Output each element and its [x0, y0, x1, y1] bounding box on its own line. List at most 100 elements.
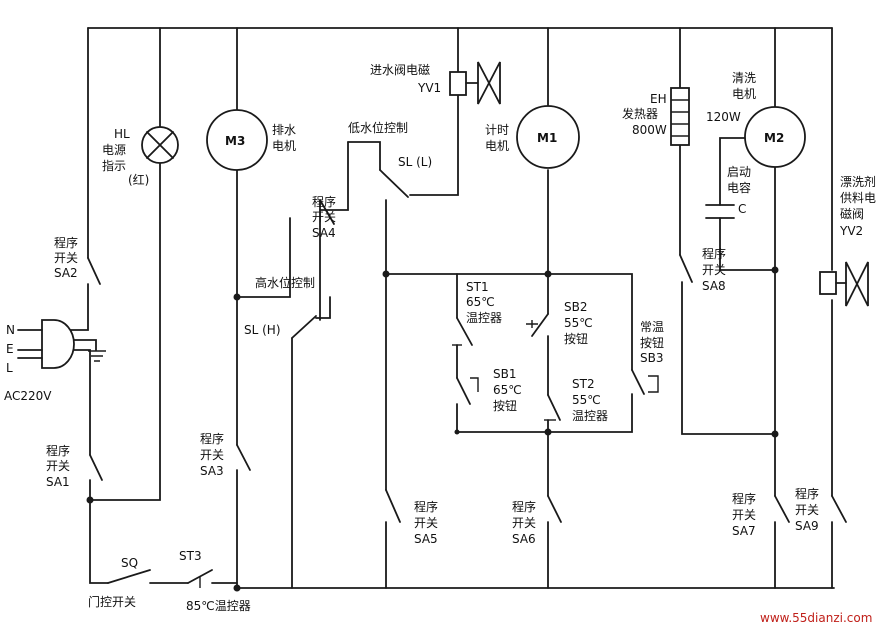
sl-l-wire [347, 94, 459, 196]
sl-h-wire [315, 141, 349, 321]
eh-power-label: 800W [632, 123, 667, 137]
sa5-prog2-label: 开关 [414, 516, 438, 530]
sb2-button-mark [526, 320, 538, 328]
sa5-prog1-label: 程序 [414, 499, 438, 514]
sa6-prog1-label: 程序 [512, 499, 536, 514]
sa3-code-label: SA3 [200, 464, 224, 478]
ac-label: AC220V [4, 389, 52, 403]
m3-motor-icon [206, 109, 268, 171]
m1-name1-label: 计时 [485, 123, 509, 137]
sa1-prog1-label: 程序 [46, 443, 70, 458]
watermark-label: www.55dianzi.com [760, 611, 872, 625]
low-level-label: 低水位控制 [348, 120, 408, 135]
yv1-name-label: 进水阀电磁 [370, 62, 430, 77]
sa4-column-wire [236, 217, 293, 589]
plug-e-label: E [6, 342, 14, 356]
sa8-prog1-label: 程序 [702, 246, 726, 261]
sb3-name1-label: 常温 [640, 320, 664, 334]
junction-dot [544, 270, 552, 278]
cap-name2-label: 电容 [727, 180, 751, 195]
sa9-switch-blade [831, 495, 847, 523]
hl-column-wire [89, 27, 161, 501]
cap-name1-label: 启动 [727, 165, 751, 179]
st-box-top-wire [385, 273, 633, 371]
hl-name1-label: 电源 [102, 143, 126, 157]
switch-blades [87, 169, 847, 588]
st1-temp-label: 65℃ [466, 295, 495, 309]
sa9-prog2-label: 开关 [795, 503, 819, 517]
sa6-switch-blade [547, 495, 562, 523]
sa2-prog1-label: 程序 [54, 235, 78, 250]
capacitor-icon [705, 204, 735, 219]
sa7-code-label: SA7 [732, 524, 756, 538]
st1-switch-blade [456, 317, 473, 346]
m2-power-label: 120W [706, 110, 741, 124]
junction-dot [233, 584, 241, 592]
hl-lamp-icon [141, 126, 179, 164]
sa3-prog1-label: 程序 [200, 431, 224, 446]
sa5-switch-blade [385, 489, 401, 523]
yv2-code-label: YV2 [839, 224, 863, 238]
st2-temp-label: 55℃ [572, 393, 601, 407]
sa4-prog2-label: 开关 [312, 210, 336, 224]
eh-heater-icon [670, 87, 690, 146]
plug-n-label: N [6, 323, 15, 337]
m2-label: M2 [764, 131, 784, 145]
yv2-name3-label: 磁阀 [840, 206, 864, 221]
junction-dot [454, 429, 460, 435]
sa2-switch-blade [87, 257, 101, 285]
sa1-switch-blade [89, 454, 103, 481]
sa9-prog1-label: 程序 [795, 486, 819, 501]
st2-name-label: 温控器 [572, 409, 608, 423]
junction-dot [771, 266, 779, 274]
junction-dot [544, 428, 552, 436]
sb3-name2-label: 按钮 [640, 335, 664, 350]
m3-label: M3 [225, 134, 245, 148]
sa3-switch-blade [236, 444, 251, 471]
sb1-switch-blade [456, 377, 471, 405]
sa3-prog2-label: 开关 [200, 448, 224, 462]
eh-name-label: 发热器 [622, 106, 658, 121]
yv1-code-label: YV1 [417, 81, 441, 95]
junction-dot [86, 496, 94, 504]
st3-label: ST3 [179, 549, 202, 563]
m3-name1-label: 排水 [272, 123, 296, 137]
m1-label: M1 [537, 131, 557, 145]
sa1-prog2-label: 开关 [46, 459, 70, 473]
plug-l-label: L [6, 361, 13, 375]
junction-dot [233, 293, 241, 301]
m1-motor-icon [516, 105, 580, 169]
sb3-wire [547, 393, 633, 433]
sb2-code-label: SB2 [564, 300, 587, 314]
sa5-code-label: SA5 [414, 532, 438, 546]
high-level-label: 高水位控制 [255, 275, 315, 290]
power-plug-icon [17, 319, 75, 369]
sa4-prog1-label: 程序 [312, 194, 336, 209]
labels: HL 电源 指示 (红) 排水 电机 进水阀电磁 YV1 低水位控制 SL (L… [4, 62, 876, 625]
sa6-prog2-label: 开关 [512, 516, 536, 530]
door-label: 门控开关 [88, 594, 136, 609]
sa2-code-label: SA2 [54, 266, 78, 280]
ground-symbol [88, 350, 106, 362]
m2-name1-label: 清洗 [732, 71, 756, 85]
sa7-prog1-label: 程序 [732, 491, 756, 506]
sl-l-switch-blade [379, 169, 409, 198]
sb2-name-label: 按钮 [564, 331, 588, 346]
sb1-name-label: 按钮 [493, 398, 517, 413]
ground-wire [65, 339, 97, 351]
cap-code-label: C [738, 202, 746, 216]
yv2-valve-icon [819, 261, 869, 307]
sa9-code-label: SA9 [795, 519, 819, 533]
sa1-code-label: SA1 [46, 475, 70, 489]
sa8-code-label: SA8 [702, 279, 726, 293]
sb1-button-mark [470, 377, 479, 392]
sb3-code-label: SB3 [640, 351, 663, 365]
junction-dot [771, 430, 779, 438]
sq-switch-blade [107, 569, 151, 584]
sa2-prog2-label: 开关 [54, 251, 78, 265]
yv2-name1-label: 漂洗剂 [840, 174, 876, 189]
sa8-prog2-label: 开关 [702, 263, 726, 277]
m1-name2-label: 电机 [485, 139, 509, 153]
wires [65, 27, 835, 589]
